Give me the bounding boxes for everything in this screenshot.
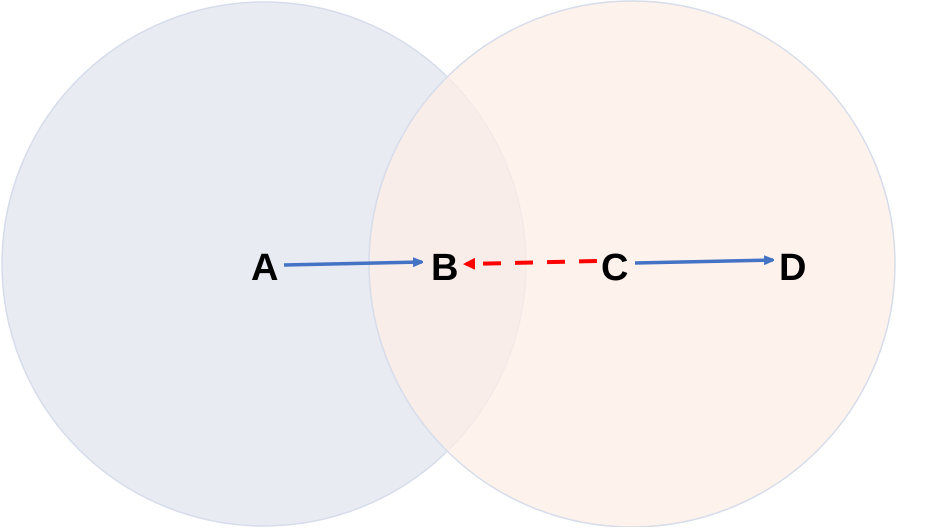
node-b: B [431,247,458,289]
node-d: D [779,247,806,289]
arrow-c-to-d [634,260,773,263]
node-a: A [251,247,278,289]
dashed-arrow-c-to-b [463,257,598,270]
node-c: C [601,247,628,289]
arrow-a-to-b [283,262,422,265]
